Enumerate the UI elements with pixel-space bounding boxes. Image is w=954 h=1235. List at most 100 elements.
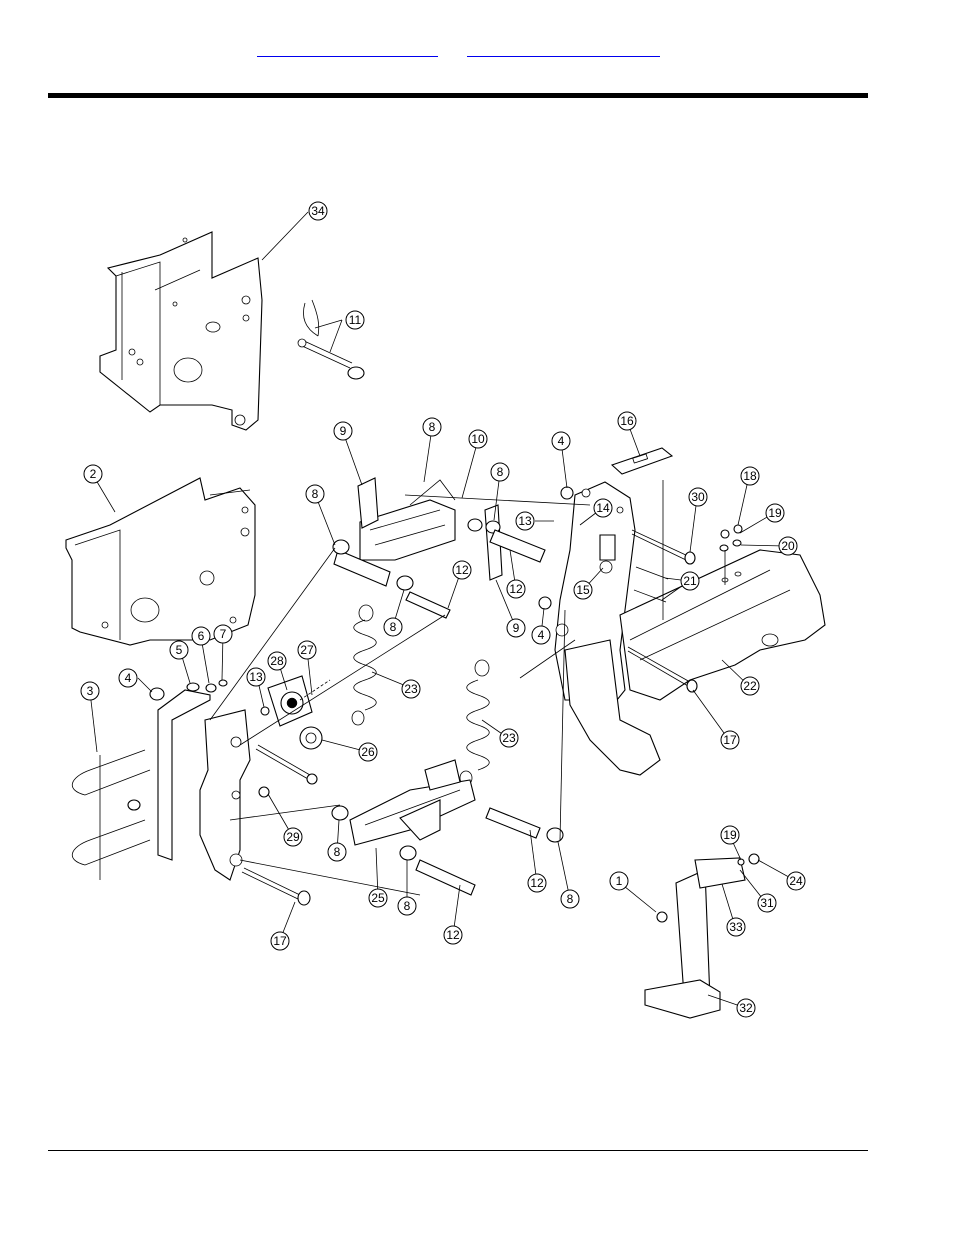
- callout-19-lower: 19: [720, 825, 740, 845]
- callout-10: 10: [468, 429, 488, 449]
- callout-9-lower: 9: [506, 618, 526, 638]
- lower-arm-assembly: [349, 759, 476, 846]
- callout-26: 26: [358, 742, 378, 762]
- callout-20: 20: [778, 536, 798, 556]
- left-mount-plate: [157, 679, 251, 881]
- callout-28: 28: [267, 651, 287, 671]
- svg-text:25: 25: [371, 891, 385, 905]
- svg-text:14: 14: [596, 501, 610, 515]
- svg-text:34: 34: [311, 204, 325, 218]
- callout-7: 7: [213, 624, 233, 644]
- svg-text:28: 28: [270, 654, 284, 668]
- svg-text:5: 5: [176, 643, 183, 657]
- callout-4-upper: 4: [551, 431, 571, 451]
- part-16-plate: [610, 447, 674, 475]
- callout-4-mid: 4: [531, 625, 551, 645]
- callout-21: 21: [680, 571, 700, 591]
- callout-17-right: 17: [720, 730, 740, 750]
- svg-text:1: 1: [616, 874, 623, 888]
- svg-text:26: 26: [361, 745, 375, 759]
- callout-25: 25: [368, 888, 388, 908]
- svg-text:21: 21: [683, 574, 697, 588]
- callout-4-left: 4: [118, 668, 138, 688]
- callout-30: 30: [688, 487, 708, 507]
- callout-29: 29: [283, 827, 303, 847]
- svg-text:17: 17: [723, 733, 737, 747]
- svg-text:9: 9: [513, 621, 520, 635]
- svg-text:13: 13: [249, 670, 263, 684]
- callout-8-lower-left: 8: [327, 842, 347, 862]
- top-rule: [48, 93, 868, 98]
- callout-9-upper: 9: [333, 421, 353, 441]
- callout-12-mid: 12: [506, 579, 526, 599]
- svg-text:24: 24: [789, 874, 803, 888]
- callout-11: 11: [345, 310, 365, 330]
- right-frame-assembly: [554, 481, 826, 776]
- callout-3: 3: [80, 681, 100, 701]
- svg-text:8: 8: [497, 465, 504, 479]
- svg-text:8: 8: [390, 620, 397, 634]
- svg-text:12: 12: [509, 582, 523, 596]
- svg-text:12: 12: [455, 563, 469, 577]
- svg-text:31: 31: [760, 896, 774, 910]
- callout-8-upper: 8: [422, 417, 442, 437]
- svg-text:4: 4: [538, 628, 545, 642]
- callout-15: 15: [573, 580, 593, 600]
- callout-8-upper-low: 8: [383, 617, 403, 637]
- bearing-sprocket-assembly: [255, 675, 331, 798]
- svg-text:3: 3: [87, 684, 94, 698]
- header-link-1[interactable]: [257, 38, 438, 57]
- svg-text:15: 15: [576, 583, 590, 597]
- svg-text:18: 18: [743, 469, 757, 483]
- part-3-u-bolts: [72, 749, 151, 880]
- callout-18: 18: [740, 466, 760, 486]
- callout-8-left-upper: 8: [305, 484, 325, 504]
- svg-text:27: 27: [300, 643, 314, 657]
- bolts-right: [627, 480, 743, 693]
- svg-text:8: 8: [404, 899, 411, 913]
- svg-text:20: 20: [781, 539, 795, 553]
- svg-text:33: 33: [729, 920, 743, 934]
- svg-text:11: 11: [349, 313, 362, 327]
- callout-22: 22: [740, 676, 760, 696]
- callout-17-lower: 17: [270, 931, 290, 951]
- callout-1: 1: [609, 871, 629, 891]
- callout-12-lower-right: 12: [527, 873, 547, 893]
- header-link-2[interactable]: [467, 38, 660, 57]
- callout-8-mid: 8: [490, 462, 510, 482]
- svg-text:13: 13: [518, 514, 532, 528]
- svg-text:8: 8: [429, 420, 436, 434]
- svg-text:12: 12: [530, 876, 544, 890]
- svg-text:8: 8: [312, 487, 319, 501]
- svg-text:8: 8: [334, 845, 341, 859]
- callout-12-lower: 12: [443, 925, 463, 945]
- callout-13-left: 13: [246, 667, 266, 687]
- svg-text:19: 19: [768, 506, 782, 520]
- svg-text:19: 19: [723, 828, 737, 842]
- callout-27: 27: [297, 640, 317, 660]
- callout-33: 33: [726, 917, 746, 937]
- springs-23: [351, 604, 490, 786]
- callout-13-upper: 13: [515, 511, 535, 531]
- pins-and-bushings: [149, 486, 574, 896]
- bolt-17-lower: [241, 867, 311, 906]
- svg-text:22: 22: [743, 679, 757, 693]
- svg-text:4: 4: [125, 671, 132, 685]
- callout-16: 16: [617, 411, 637, 431]
- bracket-32-33: [644, 853, 760, 1019]
- callout-8-lower-mid: 8: [397, 896, 417, 916]
- callout-2: 2: [83, 464, 103, 484]
- svg-text:29: 29: [286, 830, 300, 844]
- callout-6: 6: [191, 626, 211, 646]
- svg-text:30: 30: [691, 490, 705, 504]
- svg-text:23: 23: [502, 731, 516, 745]
- bottom-rule: [48, 1150, 868, 1151]
- callout-34: 34: [308, 201, 328, 221]
- callout-32: 32: [736, 998, 756, 1018]
- part-2-frame: [65, 477, 256, 646]
- svg-text:32: 32: [739, 1001, 753, 1015]
- svg-text:12: 12: [446, 928, 460, 942]
- svg-text:16: 16: [620, 414, 634, 428]
- callout-23-right: 23: [499, 728, 519, 748]
